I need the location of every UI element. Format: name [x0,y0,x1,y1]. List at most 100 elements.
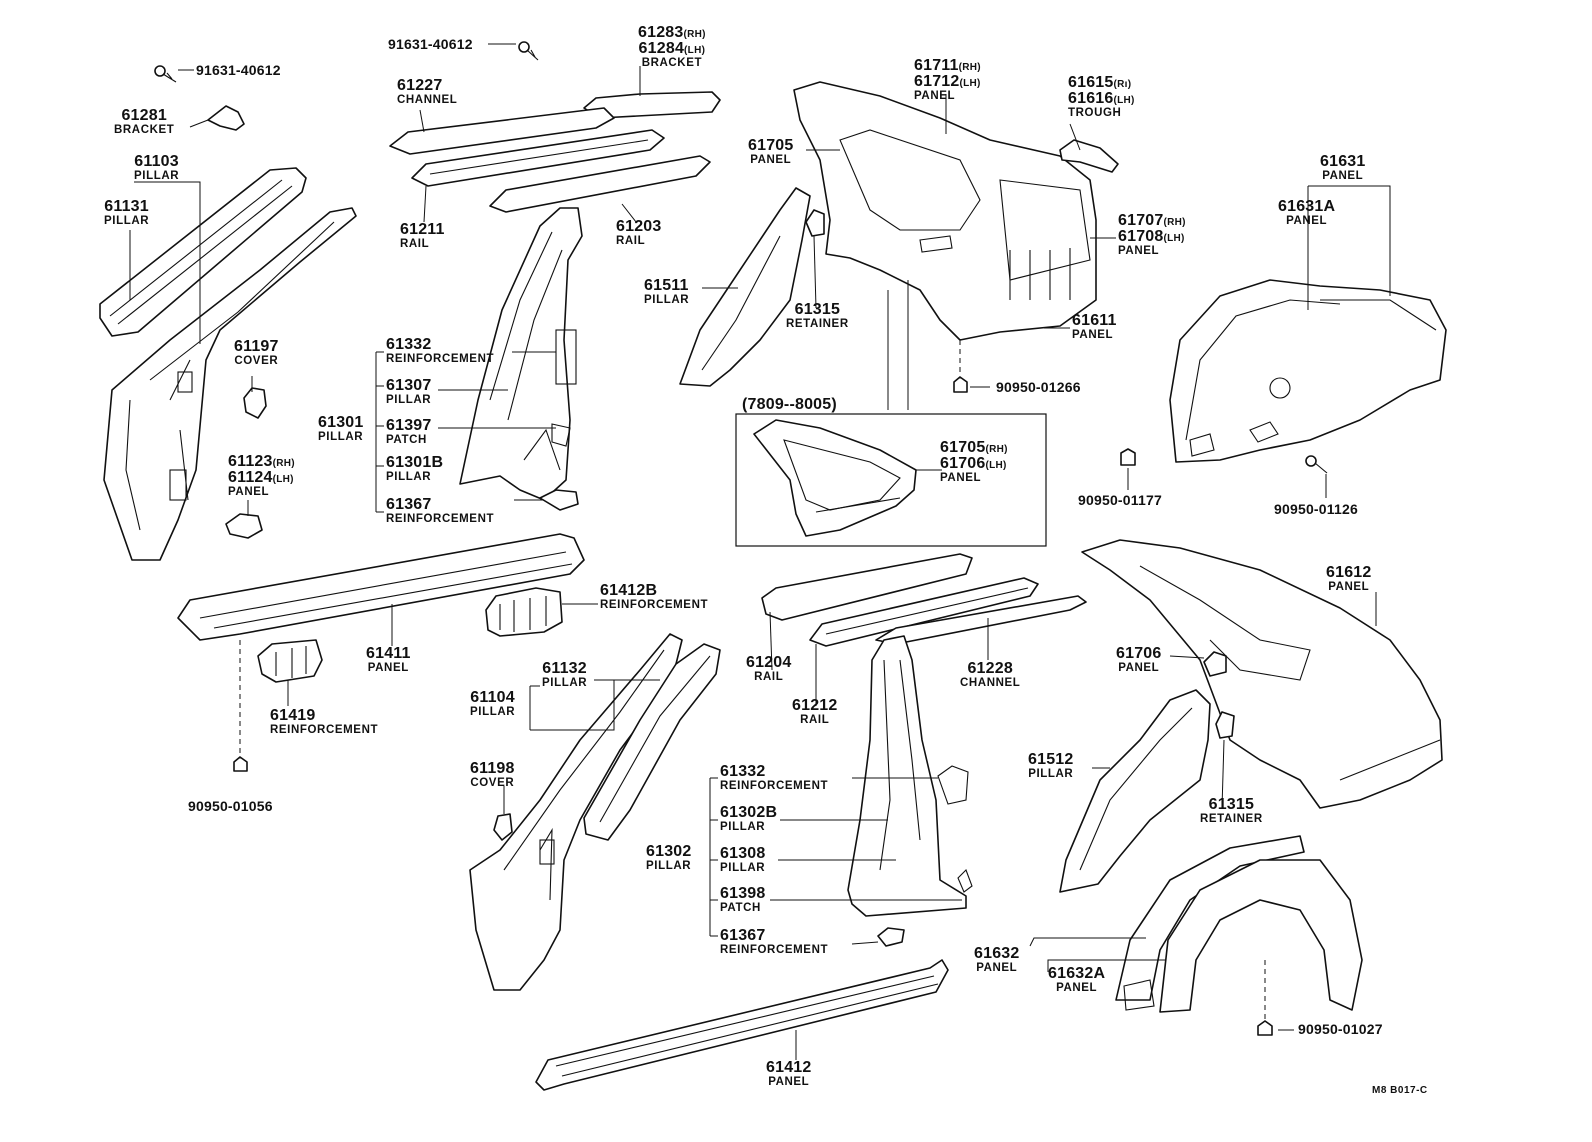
label-61706: 61706 PANEL [1116,646,1162,675]
bolt-90950-01126-icon [1305,455,1328,474]
caption-panel-61707: PANEL [1118,245,1160,257]
nut-90950-01266-icon [953,376,968,393]
num-61397: 61397 [386,417,432,434]
caption-reinf-61367a: REINFORCEMENT [386,513,495,525]
caption-bracket-a: BRACKET [641,57,703,69]
num-61124: 61124 [228,469,273,486]
caption-retainer-b: RETAINER [1200,813,1263,825]
num-61412b: 61412B [600,582,658,599]
caption-rail-61212: RAIL [800,714,830,726]
bracket-61283-shape [583,91,721,119]
sfx-61711: (RH) [958,62,981,73]
label-61198: 61198 COVER [470,761,515,790]
label-61511: 61511 PILLAR [644,278,689,307]
num-61308: 61308 [720,845,766,862]
pillar-61301-shape [459,207,583,501]
caption-pillar-61302b: PILLAR [720,821,766,833]
label-61615-61616: 61615(Rı) 61616(LH) TROUGH [1068,75,1135,120]
caption-patch-61397: PATCH [386,434,427,446]
caption-bracket-b: BRACKET [114,124,175,136]
reinforcement-61419-shape [257,639,323,683]
label-61302: 61302 PILLAR [646,844,692,873]
label-61203: 61203 RAIL [616,219,662,248]
panel-61632a-shape [1123,859,1363,1013]
code-91631-top: 91631-40612 [388,36,473,52]
sfx-61706b: (LH) [985,460,1007,471]
nut-90950-01027-icon [1257,1020,1273,1036]
code-90950-01027: 90950-01027 [1298,1021,1383,1037]
num-61301: 61301 [318,414,364,431]
sfx-61705b: (RH) [985,444,1008,455]
num-61611: 61611 [1072,312,1117,329]
sfx-61284: (LH) [684,45,706,56]
num-61307: 61307 [386,377,432,394]
num-61706b: 61706 [940,455,986,472]
caption-reinf-61332a: REINFORCEMENT [386,353,495,365]
num-61705b: 61705 [940,439,986,456]
num-61511: 61511 [644,277,689,294]
variant-period-label: (7809--8005) [742,396,837,413]
leader-lines [129,43,1391,1060]
num-61631a: 61631A [1278,198,1336,215]
sfx-61283: (RH) [683,29,706,40]
reinforcement-61412b-shape [485,587,563,637]
panel-61705b-shape [753,419,917,537]
code-90950-01266: 90950-01266 [996,379,1081,395]
caption-trough: TROUGH [1068,107,1122,119]
label-61212: 61212 RAIL [792,698,838,727]
num-61131: 61131 [104,198,149,215]
caption-pillar-61307: PILLAR [386,394,432,406]
caption-reinf-61412b: REINFORCEMENT [600,599,709,611]
panel-61706-shape [1203,651,1227,677]
num-61197: 61197 [234,338,279,355]
nut-90950-01056-icon [233,756,248,772]
label-61367b: 61367 REINFORCEMENT [720,928,828,957]
pillar-61132-shape [583,643,721,841]
reinforcement-61367a-shape [539,489,579,511]
num-61211: 61211 [400,221,445,238]
caption-pillar-61302: PILLAR [646,860,692,872]
caption-rail-61203: RAIL [616,235,646,247]
label-61711-61712: 61711(RH) 61712(LH) PANEL [914,58,981,103]
caption-retainer-a: RETAINER [786,318,849,330]
num-61198: 61198 [470,760,515,777]
sfx-61712: (LH) [959,78,981,89]
caption-panel-61705b: PANEL [940,472,982,484]
rail-61211-shape [411,129,665,187]
caption-panel-61631: PANEL [1322,170,1364,182]
retainer-61315b-shape [1215,711,1235,739]
num-61227: 61227 [397,77,443,94]
num-61203: 61203 [616,218,662,235]
sfx-61615: (Rı) [1113,79,1132,90]
num-61712: 61712 [914,73,960,90]
caption-pillar-61103: PILLAR [134,170,180,182]
label-61315b: 61315 RETAINER [1200,797,1263,826]
num-61302b: 61302B [720,804,778,821]
num-61398: 61398 [720,885,766,902]
label-61301b: 61301B PILLAR [386,455,443,484]
cover-61198-shape [493,813,513,841]
trough-61615-shape [1059,139,1119,173]
panel-61411-shape [177,533,585,641]
sfx-61707: (RH) [1163,217,1186,228]
label-61211: 61211 RAIL [400,222,445,251]
label-61302b: 61302B PILLAR [720,805,777,834]
rail-61203-shape [489,155,711,213]
label-61283-61284: 61283(RH) 61284(LH) BRACKET [638,25,706,70]
num-61132: 61132 [542,660,587,677]
caption-channel-a: CHANNEL [397,94,458,106]
code-90950-01177: 90950-01177 [1078,492,1162,508]
code-90950-01126: 90950-01126 [1274,501,1358,517]
sfx-61124: (LH) [272,474,294,485]
num-61281: 61281 [121,107,167,124]
label-61631a: 61631A PANEL [1278,199,1335,228]
num-61332a: 61332 [386,336,432,353]
num-61284: 61284 [638,40,685,57]
label-61419: 61419 REINFORCEMENT [270,708,378,737]
caption-panel-61412: PANEL [768,1076,810,1088]
label-61412b: 61412B REINFORCEMENT [600,583,708,612]
variant-inset-box [735,413,1047,547]
caption-panel-61123: PANEL [228,486,270,498]
caption-panel-61706: PANEL [1118,662,1160,674]
num-61301b: 61301B [386,454,444,471]
